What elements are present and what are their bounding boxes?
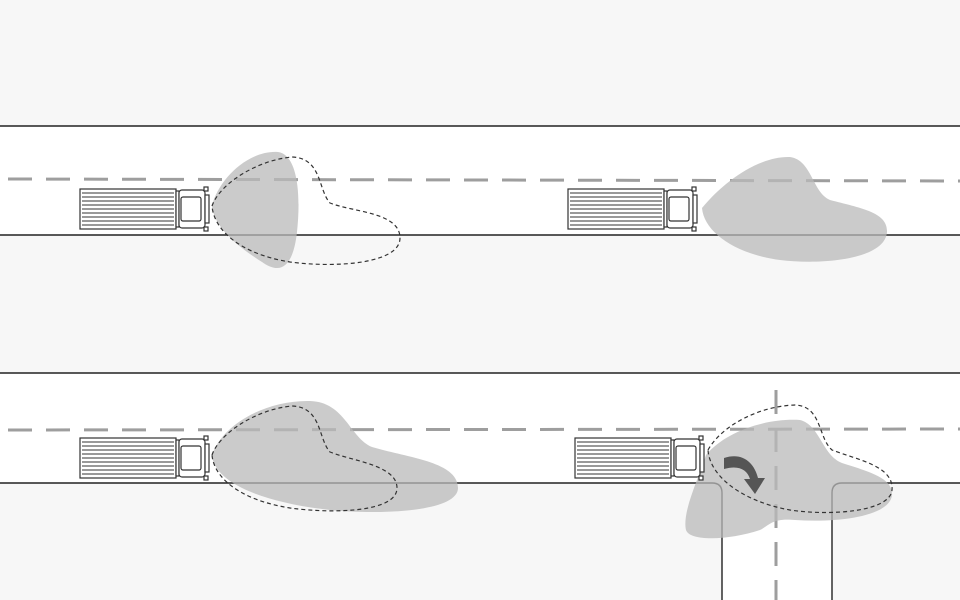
truck-icon [574, 435, 705, 481]
beam-pattern-dipped [212, 151, 299, 269]
truck-icon [567, 186, 698, 232]
panel-straight-dipped [79, 151, 401, 269]
panel-straight-main [567, 156, 888, 262]
truck-mirror [698, 475, 704, 481]
top-road-center-line [7, 177, 960, 183]
truck-bumper [692, 194, 698, 224]
truck-bumper [204, 443, 210, 473]
beam-pattern-main [702, 156, 888, 262]
truck-mirror [691, 186, 697, 192]
truck-windshield [675, 445, 697, 471]
truck-windshield [180, 445, 202, 471]
truck-mirror [203, 226, 209, 232]
truck-icon [79, 186, 210, 232]
truck-mirror [698, 435, 704, 441]
beam-outline-reference [211, 405, 398, 512]
truck-icon [79, 435, 210, 481]
truck-windshield [180, 196, 202, 222]
truck-bumper [204, 194, 210, 224]
truck-mirror [691, 226, 697, 232]
bottom-road-center-line [7, 427, 960, 432]
panel-straight-wide [79, 400, 458, 513]
truck-windshield [668, 196, 690, 222]
beam-outline-reference [211, 156, 401, 266]
panel-turning-bend [574, 404, 893, 539]
truck-mirror [203, 435, 209, 441]
truck-bumper [699, 443, 705, 473]
beam-pattern-bend [685, 419, 893, 539]
truck-mirror [203, 186, 209, 192]
beam-outline-reference [707, 404, 893, 514]
turn-arrow-icon [724, 456, 765, 494]
truck-mirror [203, 475, 209, 481]
